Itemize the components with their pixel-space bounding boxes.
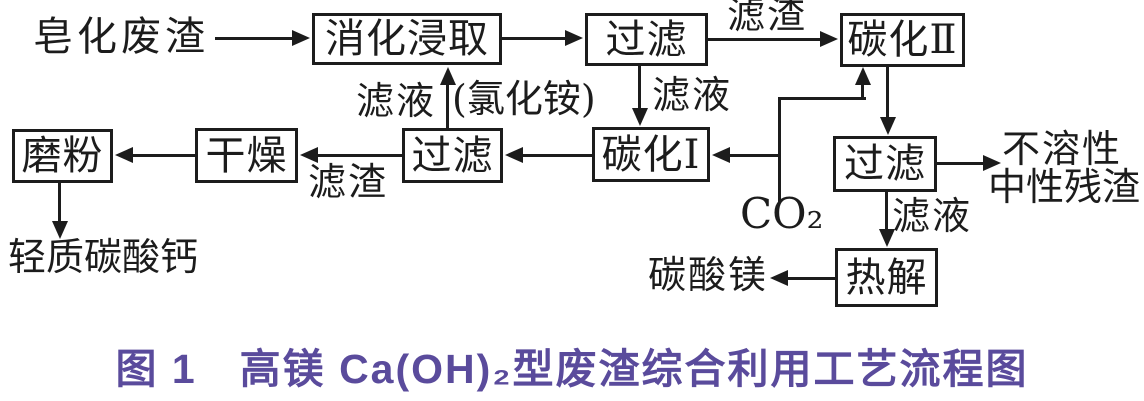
arrow-head-1 <box>565 30 583 46</box>
label-filtrate-recycle: 滤液 <box>356 79 437 123</box>
label-ammonium-chloride: (氯化铵) <box>452 77 596 121</box>
node-digestion-leaching: 消化浸取 <box>312 13 502 65</box>
flow-line-12 <box>133 154 195 157</box>
label-filtrate-2: 滤液 <box>892 194 973 238</box>
node-pyrolysis: 热解 <box>835 248 938 307</box>
flow-line-6 <box>778 98 781 202</box>
arrow-head-0 <box>292 30 310 46</box>
arrow-head-4 <box>632 108 648 126</box>
flow-line-1 <box>502 37 565 40</box>
flow-line-10 <box>523 154 592 157</box>
label-filter-residue-bottom: 滤渣 <box>308 160 389 204</box>
label-light-calcium-carbonate: 轻质碳酸钙 <box>8 235 199 279</box>
arrow-head-6 <box>855 67 871 85</box>
arrow-head-12 <box>983 155 1001 171</box>
flow-line-3 <box>446 85 449 129</box>
flow-line-5 <box>886 67 889 117</box>
arrow-head-2 <box>820 31 838 47</box>
arrow-head-5 <box>880 117 896 135</box>
flow-line-15 <box>885 192 888 229</box>
flow-line-9 <box>730 154 780 157</box>
node-carbonation-1: 碳化Ⅰ <box>592 127 710 182</box>
label-magnesium-carbonate: 碳酸镁 <box>648 253 769 297</box>
flow-line-11 <box>318 154 402 157</box>
arrow-head-7 <box>712 147 730 163</box>
flow-line-7 <box>778 97 866 100</box>
node-filter-1: 过滤 <box>585 13 708 66</box>
label-insoluble-residue-line2: 中性残渣 <box>988 165 1141 209</box>
arrow-head-8 <box>505 147 523 163</box>
node-grinding: 磨粉 <box>12 129 113 183</box>
label-co2: CO₂ <box>740 189 824 238</box>
node-drying: 干燥 <box>195 128 298 183</box>
arrow-head-11 <box>52 221 68 239</box>
flow-line-2 <box>708 38 820 41</box>
flow-line-16 <box>788 277 835 280</box>
flow-line-14 <box>937 162 983 165</box>
arrow-head-13 <box>879 229 895 247</box>
flow-line-0 <box>215 37 292 40</box>
flow-line-8 <box>861 85 864 99</box>
arrow-head-10 <box>115 147 133 163</box>
flow-line-13 <box>58 183 61 221</box>
label-filter-residue-top: 滤渣 <box>727 0 808 37</box>
label-saponified-waste-residue: 皂化废渣 <box>33 14 209 60</box>
figure-caption: 图 1 高镁 Ca(OH)₂型废渣综合利用工艺流程图 <box>115 346 1029 392</box>
arrow-head-14 <box>770 270 788 286</box>
arrow-head-9 <box>300 147 318 163</box>
flow-line-4 <box>638 66 641 108</box>
node-filter-3: 过滤 <box>833 136 937 192</box>
node-carbonation-2: 碳化Ⅱ <box>840 13 965 67</box>
node-filter-2: 过滤 <box>402 128 503 183</box>
label-filtrate-1: 滤液 <box>652 73 733 117</box>
label-insoluble-residue-line1: 不溶性 <box>1002 127 1123 171</box>
arrow-head-3 <box>440 67 456 85</box>
